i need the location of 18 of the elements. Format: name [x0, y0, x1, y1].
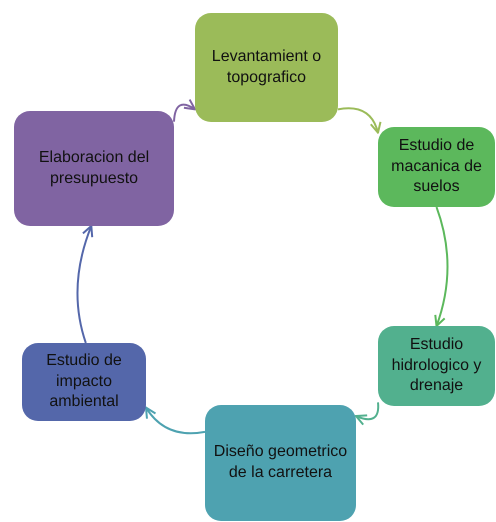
node-label: Elaboracion del presupuesto: [38, 148, 150, 188]
process-box: [14, 111, 174, 226]
arrow: [434, 206, 448, 327]
process-box: [205, 405, 356, 521]
process-box: [378, 127, 495, 207]
arrow: [338, 107, 381, 134]
node-label: Levantamient o topografico: [210, 46, 322, 88]
process-box: [22, 343, 146, 421]
process-box: [195, 13, 338, 122]
node-label: Diseño geometrico de la carretera: [212, 442, 348, 483]
arrow: [355, 402, 380, 426]
process-box: [378, 326, 495, 406]
node-label: Estudio de impacto ambiental: [45, 350, 123, 412]
node-label: Estudio de macanica de suelos: [390, 136, 483, 198]
arrow: [145, 406, 206, 434]
arrow: [76, 225, 94, 344]
arrow: [173, 98, 196, 122]
node-label: Estudio hidrologico y drenaje: [390, 334, 482, 396]
